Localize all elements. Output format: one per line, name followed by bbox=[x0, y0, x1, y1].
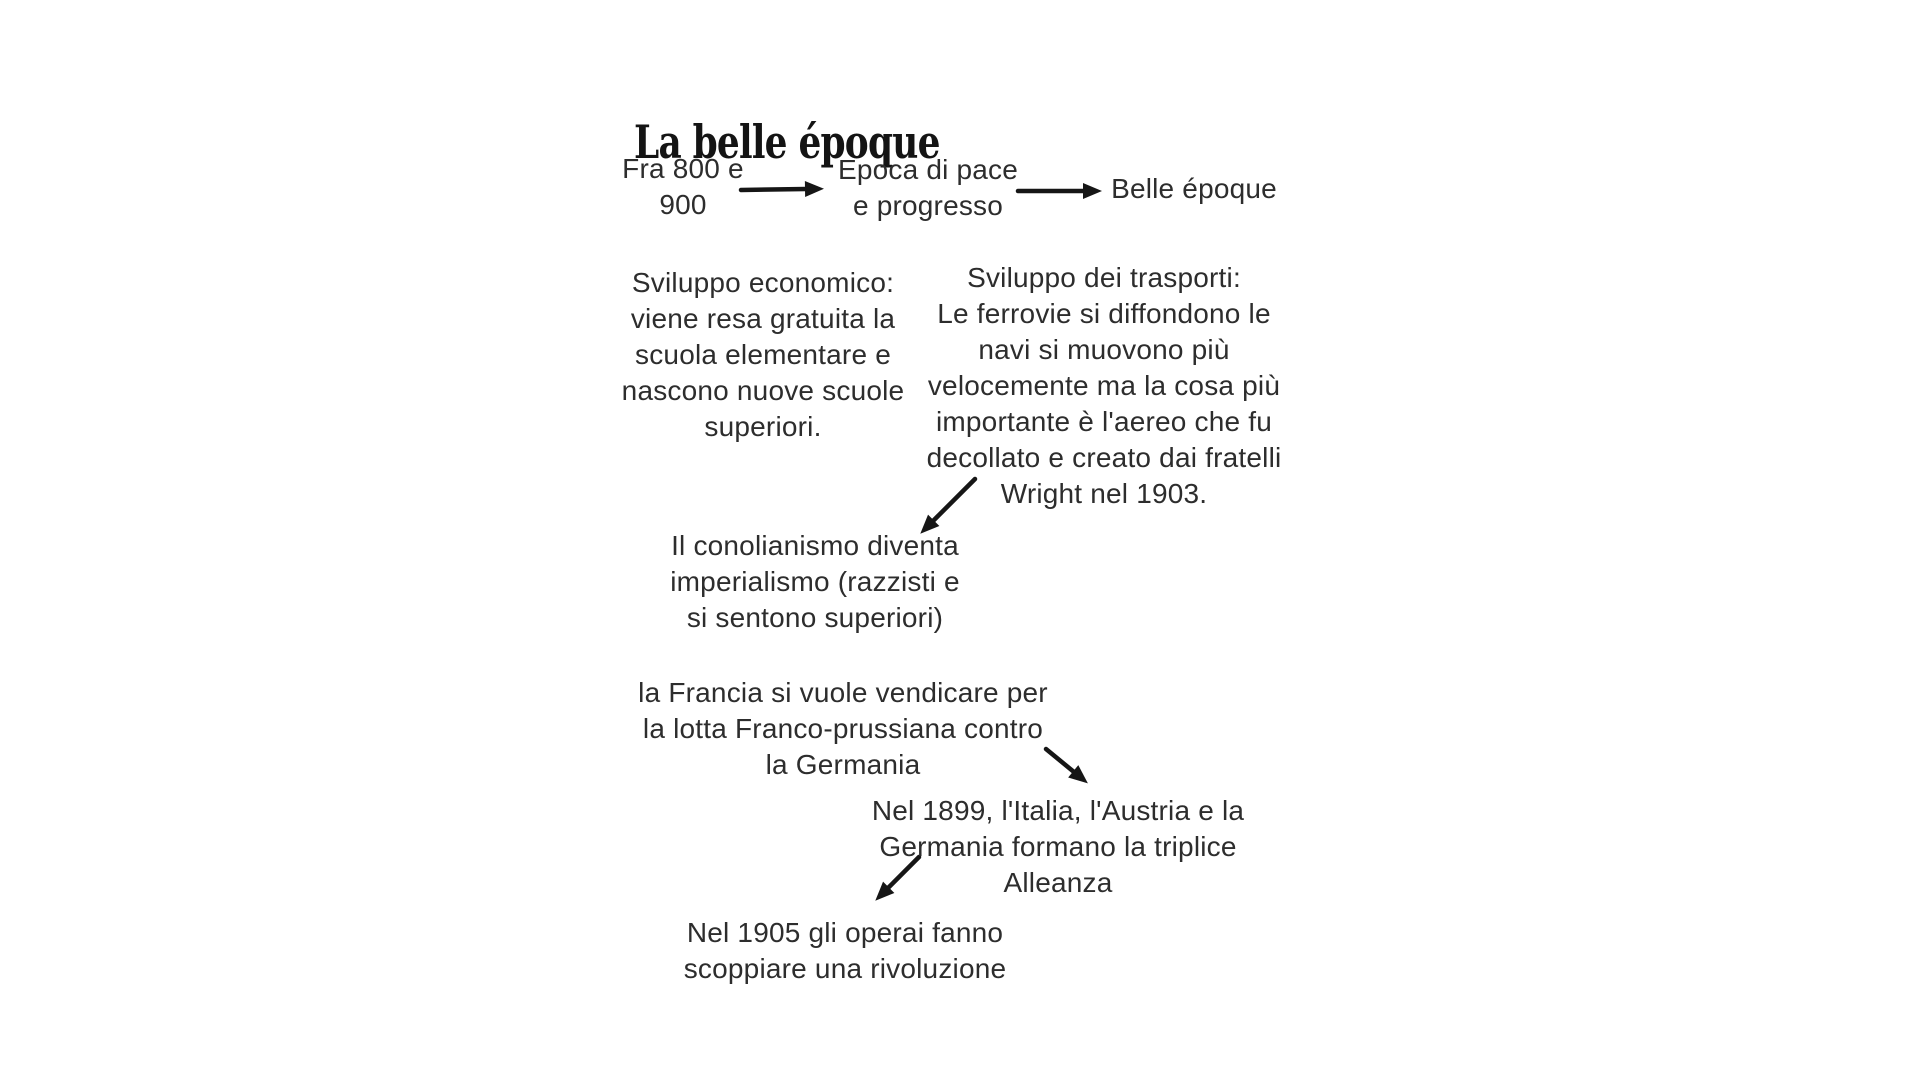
node-colonialismo-imperialismo: Il conolianismo diventa imperialismo (ra… bbox=[670, 530, 960, 633]
node-belle-epoque: Belle époque bbox=[1111, 173, 1277, 204]
arrow-fra800-to-epoca bbox=[738, 181, 824, 198]
arrow-francia-to-alleanza bbox=[1043, 746, 1088, 784]
node-epoca-di-pace-e-progresso: Epoca di pace e progresso bbox=[837, 154, 1019, 221]
node-fra-800-e-900: Fra 800 e 900 bbox=[622, 153, 744, 220]
node-sviluppo-dei-trasporti: Sviluppo dei trasporti: Le ferrovie si d… bbox=[926, 262, 1282, 509]
node-triplice-alleanza: Nel 1899, l'Italia, l'Austria e la Germa… bbox=[871, 795, 1245, 898]
node-rivoluzione-1905: Nel 1905 gli operai fanno scoppiare una … bbox=[683, 917, 1007, 984]
node-sviluppo-economico: Sviluppo economico: viene resa gratuita … bbox=[621, 267, 905, 442]
node-francia-vendetta: la Francia si vuole vendicare per la lot… bbox=[638, 677, 1048, 780]
page-title: La belle époque bbox=[634, 114, 940, 169]
